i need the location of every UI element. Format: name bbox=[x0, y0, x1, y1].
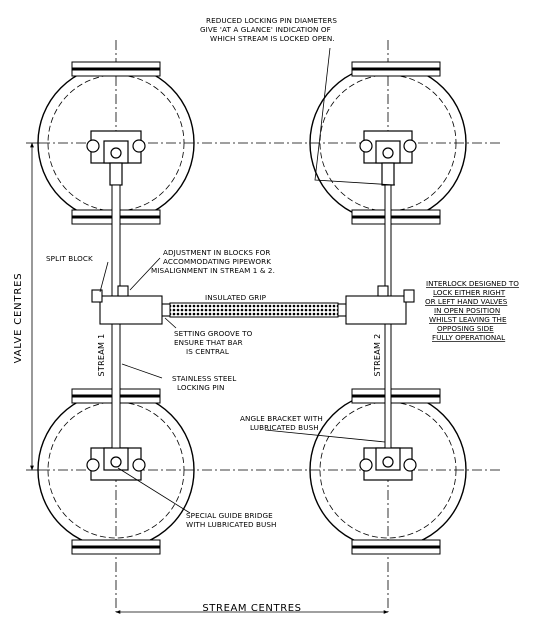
svg-text:INTERLOCK DESIGNED TO: INTERLOCK DESIGNED TO bbox=[426, 279, 519, 288]
svg-text:ACCOMMODATING PIPEWORK: ACCOMMODATING PIPEWORK bbox=[163, 257, 271, 266]
svg-text:LOCKING PIN: LOCKING PIN bbox=[177, 383, 224, 392]
valve-centres-dimension bbox=[26, 142, 40, 471]
note-setting-groove: SETTING GROOVE TO ENSURE THAT BAR IS CEN… bbox=[174, 329, 253, 356]
svg-text:FULLY OPERATIONAL: FULLY OPERATIONAL bbox=[432, 333, 505, 342]
svg-text:LUBRICATED BUSH: LUBRICATED BUSH bbox=[250, 423, 319, 432]
label-valve-centres: VALVE CENTRES bbox=[13, 273, 24, 364]
svg-text:ADJUSTMENT IN BLOCKS FOR: ADJUSTMENT IN BLOCKS FOR bbox=[163, 248, 270, 257]
note-insulated-grip: INSULATED GRIP bbox=[205, 293, 267, 302]
svg-text:WHILST LEAVING THE: WHILST LEAVING THE bbox=[429, 315, 507, 324]
label-stream-centres: STREAM CENTRES bbox=[202, 603, 301, 614]
note-guide-bridge: SPECIAL GUIDE BRIDGE WITH LUBRICATED BUS… bbox=[186, 511, 277, 529]
svg-text:MISALIGNMENT IN STREAM 1 & 2.: MISALIGNMENT IN STREAM 1 & 2. bbox=[151, 266, 275, 275]
guide-bridge-top-left bbox=[86, 130, 146, 186]
note-stainless-pin: STAINLESS STEEL LOCKING PIN bbox=[172, 374, 236, 392]
note-split-block: SPLIT BLOCK bbox=[46, 254, 93, 263]
svg-text:SETTING GROOVE TO: SETTING GROOVE TO bbox=[174, 329, 253, 338]
svg-text:OPPOSING SIDE: OPPOSING SIDE bbox=[437, 324, 494, 333]
leader-lines bbox=[99, 47, 396, 514]
svg-text:STAINLESS STEEL: STAINLESS STEEL bbox=[172, 374, 236, 383]
note-interlock: INTERLOCK DESIGNED TO LOCK EITHER RIGHT … bbox=[425, 279, 519, 342]
note-reduced-pin: REDUCED LOCKING PIN DIAMETERS GIVE 'AT A… bbox=[200, 16, 337, 43]
split-block-left bbox=[91, 285, 170, 325]
note-angle-bracket: ANGLE BRACKET WITH LUBRICATED BUSH bbox=[240, 414, 323, 432]
svg-text:OR LEFT HAND VALVES: OR LEFT HAND VALVES bbox=[425, 297, 508, 306]
svg-text:ENSURE THAT BAR: ENSURE THAT BAR bbox=[174, 338, 243, 347]
svg-text:IS CENTRAL: IS CENTRAL bbox=[186, 347, 229, 356]
guide-bridge-bottom-left bbox=[86, 447, 146, 481]
insulated-grip bbox=[169, 302, 339, 318]
svg-text:WHICH STREAM IS LOCKED OPEN.: WHICH STREAM IS LOCKED OPEN. bbox=[210, 34, 335, 43]
split-block-right bbox=[338, 285, 415, 325]
angle-bracket-bottom-right bbox=[359, 447, 417, 481]
svg-text:LOCK EITHER RIGHT: LOCK EITHER RIGHT bbox=[433, 288, 506, 297]
label-stream-2: STREAM 2 bbox=[373, 334, 382, 377]
angle-bracket-top-right bbox=[359, 130, 417, 186]
svg-text:IN OPEN POSITION: IN OPEN POSITION bbox=[434, 306, 500, 315]
svg-text:SPECIAL GUIDE BRIDGE: SPECIAL GUIDE BRIDGE bbox=[186, 511, 273, 520]
svg-text:GIVE 'AT A GLANCE' INDICATION: GIVE 'AT A GLANCE' INDICATION OF bbox=[200, 25, 331, 34]
svg-text:WITH LUBRICATED BUSH: WITH LUBRICATED BUSH bbox=[186, 520, 277, 529]
svg-text:REDUCED LOCKING PIN DIAMETERS: REDUCED LOCKING PIN DIAMETERS bbox=[206, 16, 337, 25]
label-stream-1: STREAM 1 bbox=[97, 334, 106, 377]
valve-top-right bbox=[309, 61, 467, 225]
note-adjustment: ADJUSTMENT IN BLOCKS FOR ACCOMMODATING P… bbox=[151, 248, 275, 275]
svg-text:ANGLE BRACKET WITH: ANGLE BRACKET WITH bbox=[240, 414, 323, 423]
